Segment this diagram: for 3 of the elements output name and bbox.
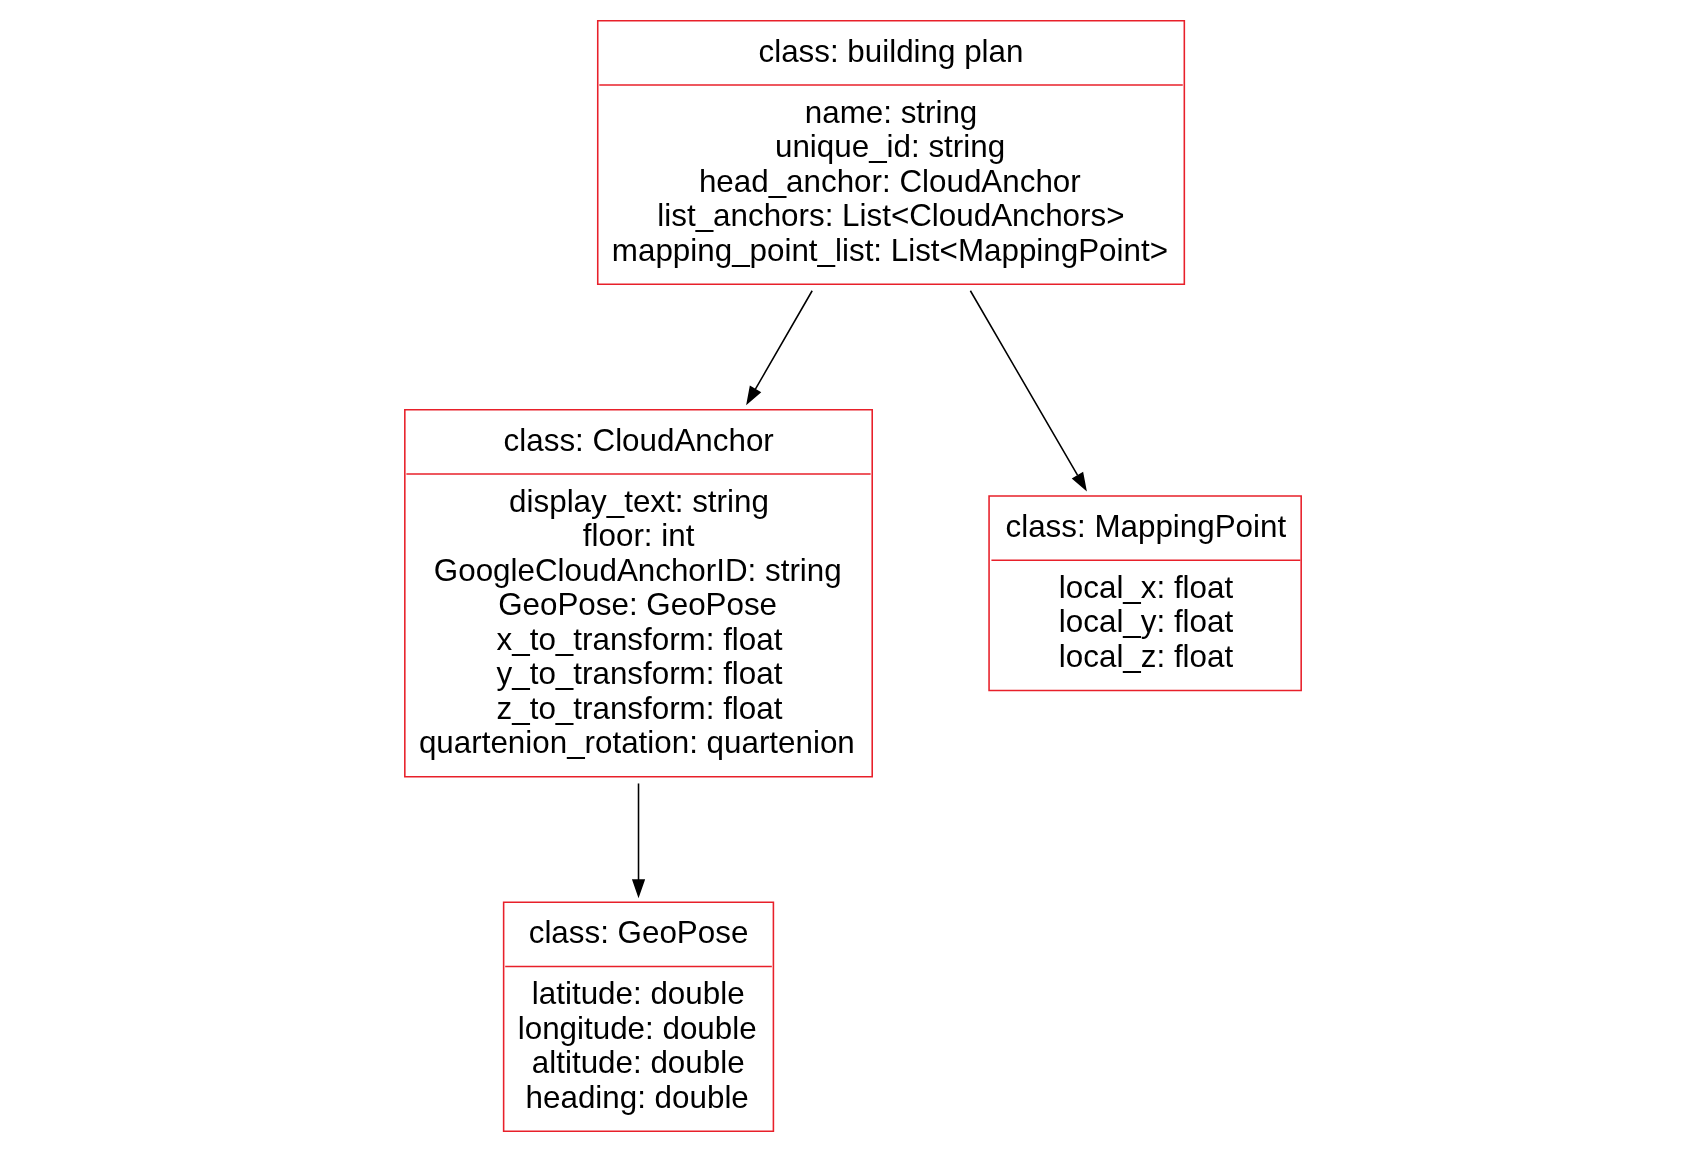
arrow bbox=[969, 289, 1087, 492]
arrow bbox=[746, 289, 813, 406]
arrow bbox=[631, 782, 646, 899]
